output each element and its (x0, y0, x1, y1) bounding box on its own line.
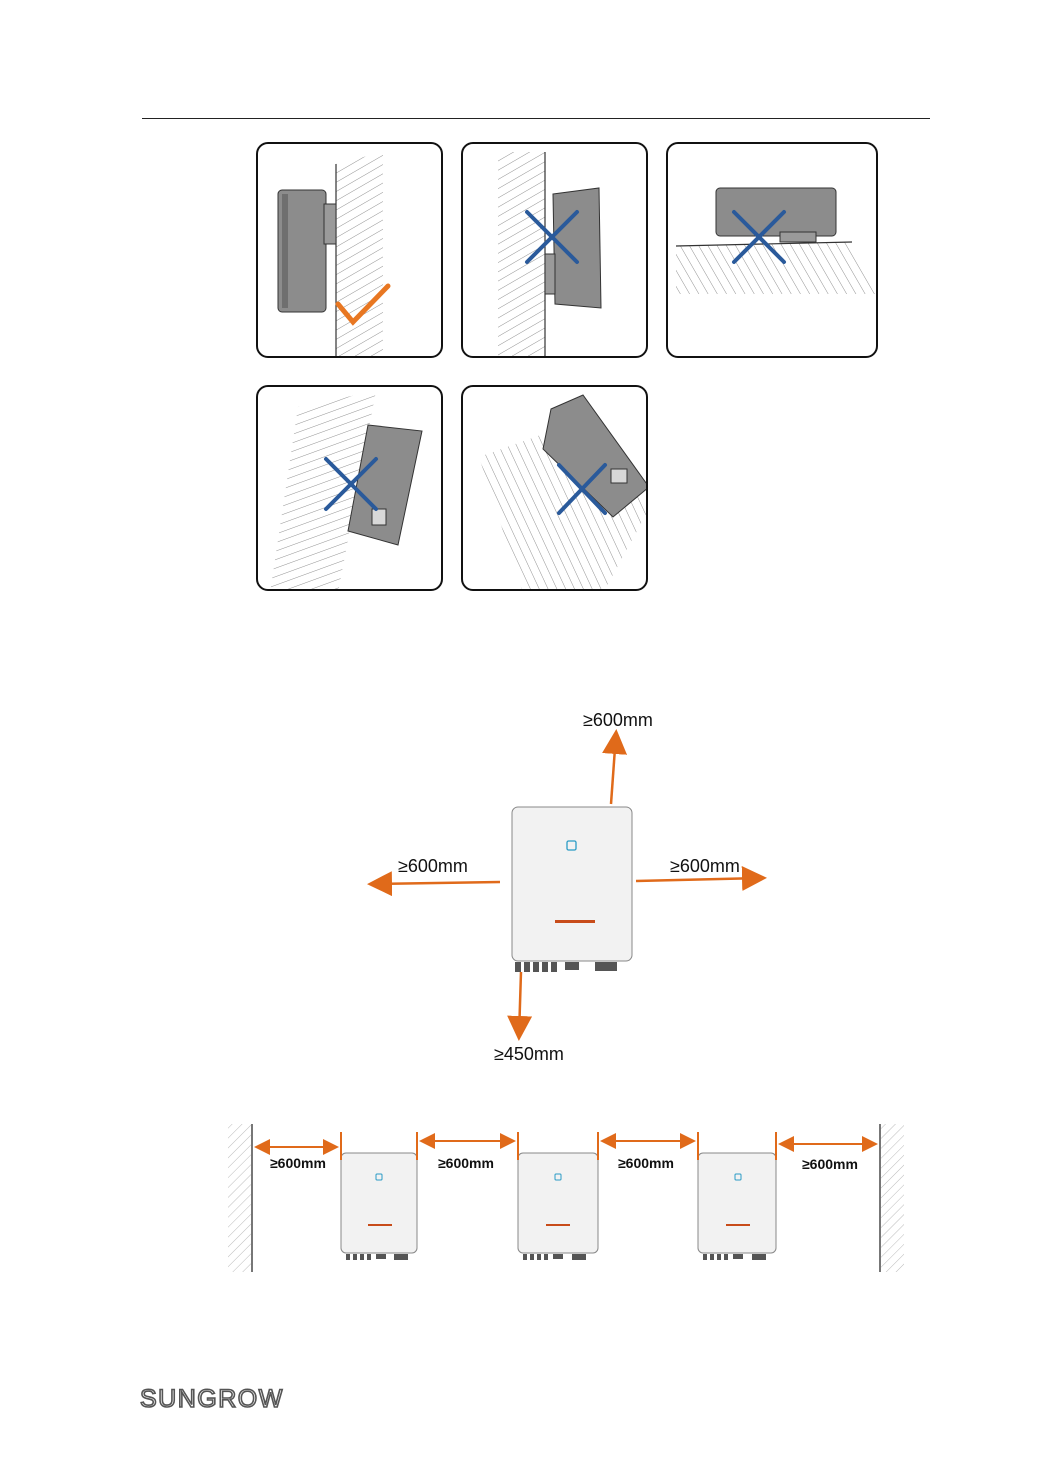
illustration-horizontal (668, 144, 878, 358)
gap-label-3: ≥600mm (618, 1155, 674, 1171)
inverter-2 (518, 1153, 598, 1260)
panel-tilted-backward-flat (461, 385, 648, 591)
panel-vertical-correct (256, 142, 443, 358)
label-top: ≥600mm (583, 710, 653, 731)
clearance-diagram (300, 700, 820, 1080)
illustration-tilted-forward (463, 144, 648, 358)
label-right: ≥600mm (670, 856, 740, 877)
label-bottom: ≥450mm (494, 1044, 564, 1065)
wall-left (228, 1124, 252, 1272)
connector-strip (515, 962, 617, 972)
brand-mark (555, 920, 595, 923)
wall-right (880, 1124, 904, 1272)
inverter-body (512, 807, 632, 961)
inverter-1 (341, 1153, 417, 1260)
sungrow-logo: SUNGROW (140, 1383, 300, 1413)
header-rule (142, 118, 930, 119)
arrow-up (611, 734, 616, 804)
panel-tilted-forward (461, 142, 648, 358)
label-left: ≥600mm (398, 856, 468, 877)
inverter-3 (698, 1153, 776, 1260)
panel-tilted-backward-steep (256, 385, 443, 591)
panel-horizontal (666, 142, 878, 358)
illustration-vertical-wall (258, 144, 443, 358)
arrow-down (519, 972, 521, 1036)
gap-label-2: ≥600mm (438, 1155, 494, 1171)
gap-label-1: ≥600mm (270, 1155, 326, 1171)
gap-label-4: ≥600mm (802, 1156, 858, 1172)
svg-text:SUNGROW: SUNGROW (140, 1385, 284, 1413)
illustration-tilted-back-flat (463, 387, 648, 591)
illustration-tilted-back-steep (258, 387, 443, 591)
arrow-right (636, 878, 762, 881)
arrow-left (372, 882, 500, 884)
row-clearance-diagram (226, 1120, 906, 1275)
